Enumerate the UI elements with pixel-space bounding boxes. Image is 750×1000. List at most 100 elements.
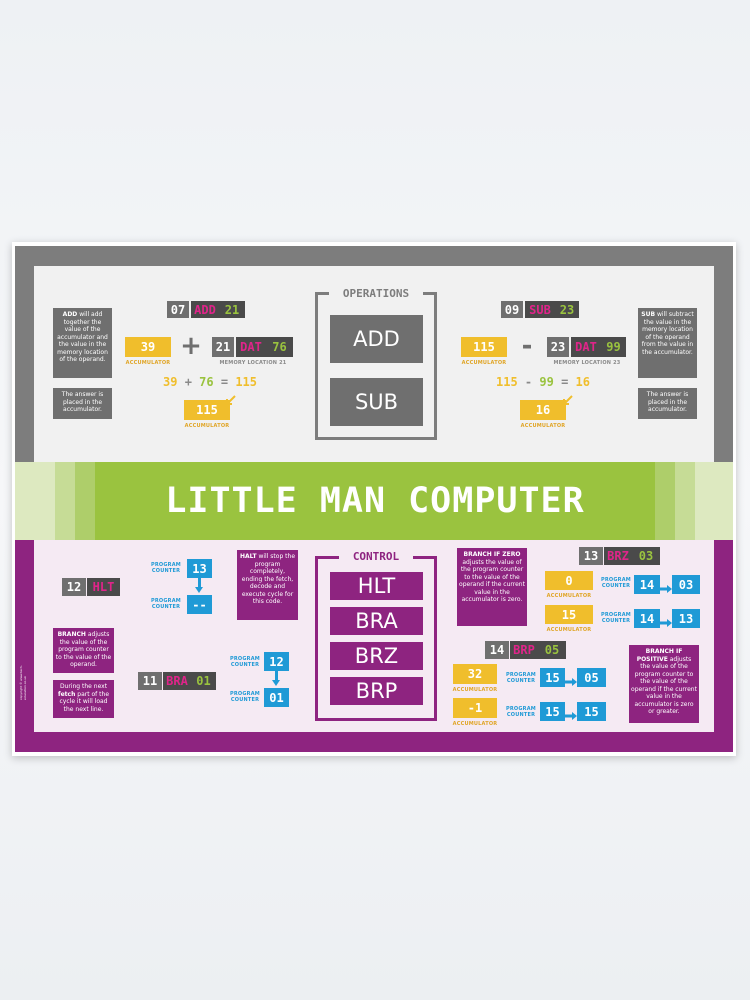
top-panel	[34, 266, 714, 462]
add-mem-value: 76	[266, 337, 293, 357]
hlt-pc-before: 13	[187, 559, 212, 578]
control-frame	[315, 556, 437, 721]
sub-equation: 115 - 99 = 16	[496, 375, 590, 389]
add-result: 115	[184, 400, 230, 420]
brp-pc-to-2: 15	[577, 702, 606, 721]
add-result-arrow-icon	[224, 392, 236, 405]
bra-pc-before: 12	[264, 652, 289, 671]
add-acc-label: ACCUMULATOR	[125, 360, 171, 366]
brp-acc-label-2: ACCUMULATOR	[452, 721, 498, 727]
sub-result-label: ACCUMULATOR	[520, 423, 566, 429]
sub-mem-value: 99	[601, 337, 626, 357]
hlt-arrow-down-icon	[195, 587, 203, 593]
brz-pc-label-2: PROGRAM COUNTER	[601, 612, 631, 624]
brz-instr-op: BRZ	[604, 547, 632, 565]
bra-pc-label-after: PROGRAM COUNTER	[230, 691, 260, 703]
sub-mem-op: DAT	[571, 337, 601, 357]
sub-accumulator: 115	[461, 337, 507, 357]
band-stripe	[75, 462, 95, 540]
brp-arrow-right-icon	[565, 706, 577, 720]
brz-arrow-right-icon	[660, 579, 672, 593]
brz-acc-1: 0	[545, 571, 593, 590]
brz-acc-label-1: ACCUMULATOR	[546, 593, 592, 599]
brz-arrow-right-icon	[660, 613, 672, 627]
bra-instr-operand: 01	[191, 672, 216, 690]
hlt-instr-addr: 12	[62, 578, 86, 596]
bra-pc-after: 01	[264, 688, 289, 707]
add-instr-operand: 21	[219, 301, 245, 318]
add-result-label: ACCUMULATOR	[184, 423, 230, 429]
add-mem-op: DAT	[236, 337, 266, 357]
sub-instr-operand: 23	[555, 301, 579, 318]
sub-acc-label: ACCUMULATOR	[461, 360, 507, 366]
bra-arrow-line	[275, 671, 278, 681]
bra-instr-op: BRA	[163, 672, 191, 690]
sub-note: The answer is placed in the accumulator.	[638, 388, 697, 419]
hlt-pc-after: --	[187, 595, 212, 614]
bra-description: BRANCH adjusts the value of the program …	[53, 628, 114, 673]
hlt-arrow-line	[198, 578, 201, 588]
bra-arrow-down-icon	[272, 680, 280, 686]
operations-frame	[315, 292, 437, 440]
brz-acc-2: 15	[545, 605, 593, 624]
brp-pc-to-1: 05	[577, 668, 606, 687]
control-brz: BRZ	[330, 642, 423, 670]
brp-instr-addr: 14	[485, 641, 509, 659]
brz-description: BRANCH IF ZERO adjusts the value of the …	[457, 548, 527, 626]
add-mem-addr: 21	[212, 337, 234, 357]
brp-pc-from-1: 15	[540, 668, 565, 687]
add-plus-sign: +	[180, 331, 202, 361]
brz-pc-from-1: 14	[634, 575, 660, 594]
brp-pc-label-1: PROGRAM COUNTER	[506, 672, 536, 684]
brz-pc-from-2: 14	[634, 609, 660, 628]
add-accumulator: 39	[125, 337, 171, 357]
brp-pc-label-2: PROGRAM COUNTER	[506, 706, 536, 718]
control-brp: BRP	[330, 677, 423, 705]
brp-instr-operand: 05	[538, 641, 566, 659]
sub-description: SUB will subtract the value in the memor…	[638, 308, 697, 378]
sub-minus-sign: -	[521, 331, 533, 361]
operation-add: ADD	[330, 315, 423, 363]
brp-acc-label-1: ACCUMULATOR	[452, 687, 498, 693]
brz-pc-to-2: 13	[672, 609, 700, 628]
poster-title: LITTLE MAN COMPUTER	[165, 481, 585, 521]
sub-result-arrow-icon	[561, 392, 573, 405]
bra-note: During the next fetch part of the cycle …	[53, 680, 114, 718]
brp-acc-2: -1	[453, 698, 497, 718]
sub-instr-addr: 09	[501, 301, 523, 318]
operations-heading: OPERATIONS	[342, 287, 410, 300]
brp-acc-1: 32	[453, 664, 497, 684]
add-equation: 39 + 76 = 115	[163, 375, 257, 389]
add-note: The answer is placed in the accumulator.	[53, 388, 112, 419]
brp-description: BRANCH IF POSITIVE adjusts the value of …	[629, 645, 699, 723]
brz-acc-label-2: ACCUMULATOR	[546, 627, 592, 633]
brp-pc-from-2: 15	[540, 702, 565, 721]
band-stripe	[655, 462, 675, 540]
sub-mem-label: MEMORY LOCATION 23	[553, 360, 621, 366]
sub-result: 16	[520, 400, 566, 420]
add-instr-op: ADD	[191, 301, 219, 318]
brp-arrow-right-icon	[565, 672, 577, 686]
bra-pc-label-before: PROGRAM COUNTER	[230, 656, 260, 668]
brp-instr-op: BRP	[510, 641, 538, 659]
copyright-note: copyright © www.tech-education.co.uk	[19, 665, 27, 700]
brz-instr-addr: 13	[579, 547, 603, 565]
hlt-instr-op: HLT	[87, 578, 120, 596]
control-heading: CONTROL	[352, 550, 400, 563]
brz-pc-label-1: PROGRAM COUNTER	[601, 577, 631, 589]
control-hlt: HLT	[330, 572, 423, 600]
sub-instr-op: SUB	[525, 301, 555, 318]
hlt-pc-label-after: PROGRAM COUNTER	[151, 598, 181, 610]
title-band-main	[95, 462, 655, 540]
sub-mem-addr: 23	[547, 337, 569, 357]
add-description: ADD will add together the value of the a…	[53, 308, 112, 378]
control-bra: BRA	[330, 607, 423, 635]
add-instr-addr: 07	[167, 301, 189, 318]
operation-sub: SUB	[330, 378, 423, 426]
hlt-pc-label-before: PROGRAM COUNTER	[151, 562, 181, 574]
brz-instr-operand: 03	[632, 547, 660, 565]
add-mem-label: MEMORY LOCATION 21	[219, 360, 287, 366]
brz-pc-to-1: 03	[672, 575, 700, 594]
hlt-description: HALT will stop the program completely, e…	[237, 550, 298, 620]
bra-instr-addr: 11	[138, 672, 162, 690]
